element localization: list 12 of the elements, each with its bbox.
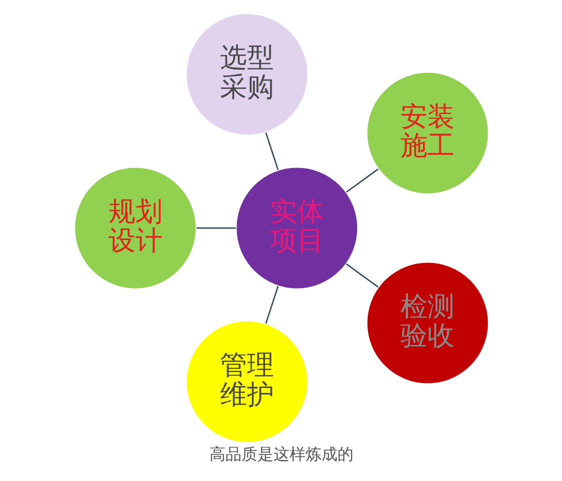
node-circle: 安装施工 bbox=[366, 71, 489, 194]
node-circle: 管理维护 bbox=[185, 320, 308, 443]
connector bbox=[345, 168, 378, 192]
connector bbox=[196, 226, 236, 228]
caption: 高品质是这样炼成的 bbox=[208, 444, 353, 464]
connector bbox=[264, 285, 278, 324]
connector bbox=[264, 132, 278, 170]
node-circle: 规划设计 bbox=[73, 166, 196, 289]
node-circle: 检测验收 bbox=[366, 261, 489, 384]
connector bbox=[345, 262, 378, 288]
node-circle: 选型采购 bbox=[185, 12, 308, 136]
node-circle: 实体项目 bbox=[235, 166, 358, 289]
